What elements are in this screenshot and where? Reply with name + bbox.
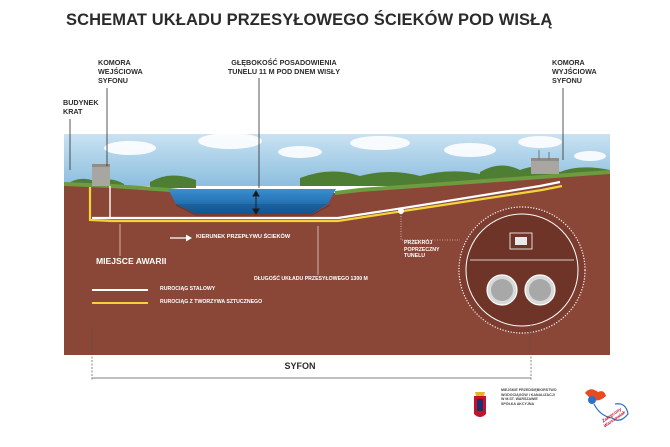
syfon-dimension <box>91 325 532 380</box>
leader-lines <box>69 78 564 188</box>
steel-pipeline <box>92 180 561 220</box>
clouds <box>104 133 606 161</box>
depth-arrow <box>252 190 260 215</box>
legend-steel-label: RUROCIĄG STALOWY <box>160 286 216 292</box>
flow-arrow-icon <box>170 234 192 242</box>
callout-budynek-krat: BUDYNEK KRAT <box>63 98 99 116</box>
callout-komora-wyjsciowa: KOMORA WYJŚCIOWA SYFONU <box>552 58 597 85</box>
failure-location-label: MIEJSCE AWARII <box>96 256 167 266</box>
plastic-pipeline <box>88 184 563 223</box>
flow-direction-label: KIERUNEK PRZEPŁYWU ŚCIEKÓW <box>196 234 291 240</box>
mpwik-logo-icon <box>474 392 486 417</box>
syfon-label: SYFON <box>284 361 316 371</box>
mascot-icon <box>585 389 629 421</box>
tunnel-cross-section <box>400 206 586 334</box>
cross-section-label: PRZEKRÓJ POPRZECZNY TUNELU <box>404 240 440 260</box>
komora-wyjsciowa-building <box>531 150 559 174</box>
diagram-title: SCHEMAT UKŁADU PRZESYŁOWEGO ŚCIEKÓW POD … <box>66 11 553 29</box>
callout-komora-wejsciowa: KOMORA WEJŚCIOWA SYFONU <box>98 58 143 85</box>
length-label: DŁUGOŚĆ UKŁADU PRZESYŁOWEGO 1300 M <box>254 276 368 282</box>
callout-glebokosc: GŁĘBOKOŚĆ POSADOWIENIA TUNELU 11 M POD D… <box>227 58 341 76</box>
legend-plastic-label: RUROCIĄG Z TWORZYWA SZTUCZNEGO <box>160 299 263 305</box>
building-krat <box>92 164 110 186</box>
river-water <box>168 189 336 214</box>
mpwik-logo-text: MIEJSKIE PRZEDSIĘBIORSTWO WODOCIĄGÓW I K… <box>501 388 557 406</box>
